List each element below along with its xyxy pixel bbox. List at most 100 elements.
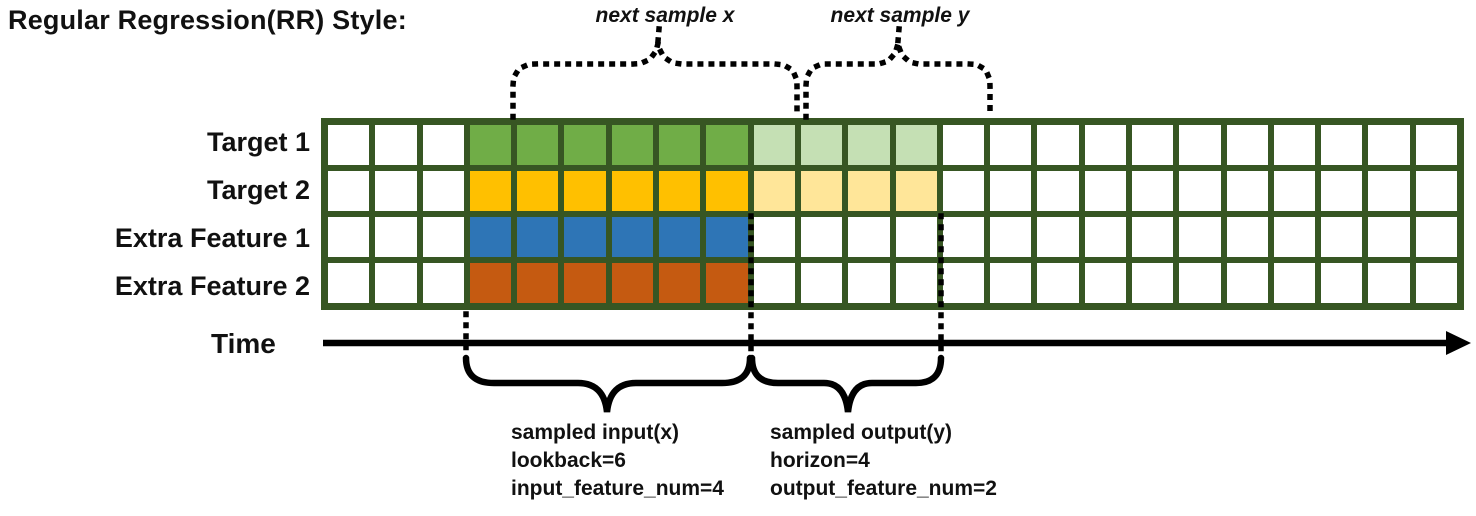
time-axis-label: Time — [211, 328, 276, 359]
grid-cell — [1037, 125, 1079, 165]
grid-cell — [990, 125, 1032, 165]
next-sample-y-pointer — [895, 26, 902, 44]
input-feature-num-value: input_feature_num=4 — [511, 477, 724, 500]
grid-cell — [328, 171, 370, 211]
next-sample-x-pointer — [655, 26, 662, 44]
grid-cell — [1037, 217, 1079, 257]
grid-cell — [422, 217, 464, 257]
grid-cell — [895, 171, 937, 211]
grid-cell — [375, 263, 417, 303]
time-arrow-head — [1446, 331, 1471, 355]
grid-cell — [422, 263, 464, 303]
grid-cell — [848, 125, 890, 165]
grid-cell — [1226, 217, 1268, 257]
grid-cell — [1273, 263, 1316, 303]
sample-grid — [321, 118, 1464, 310]
grid-cell — [469, 171, 512, 211]
grid-cell — [517, 171, 559, 211]
sampled-input-title: sampled input(x) — [511, 421, 680, 444]
grid-cell — [659, 171, 701, 211]
row-label-extra-feature-1: Extra Feature 1 — [114, 223, 310, 253]
grid-cell — [848, 263, 890, 303]
grid-cell — [706, 263, 748, 303]
grid-cell — [375, 217, 417, 257]
next-sample-y-brace — [803, 42, 993, 120]
grid-cell — [659, 217, 701, 257]
sampled-input-brace — [462, 354, 754, 413]
sampled-output-brace — [748, 354, 945, 413]
grid-cell — [753, 125, 795, 165]
grid-cell — [1415, 263, 1457, 303]
grid-cell — [328, 217, 370, 257]
grid-cell — [706, 217, 748, 257]
grid-cell — [942, 263, 985, 303]
grid-cell — [517, 263, 559, 303]
grid-cell — [1273, 125, 1316, 165]
grid-cell — [1273, 171, 1316, 211]
grid-cell — [1179, 125, 1221, 165]
grid-cell — [1226, 171, 1268, 211]
grid-cell — [1131, 217, 1174, 257]
grid-cell — [564, 125, 606, 165]
grid-cell — [611, 125, 654, 165]
grid-cell — [1321, 125, 1363, 165]
grid-cell — [1415, 171, 1457, 211]
grid-cell — [659, 263, 701, 303]
row-label-target-2: Target 2 — [206, 175, 310, 205]
grid-cell — [1321, 171, 1363, 211]
row-label-extra-feature-2: Extra Feature 2 — [114, 271, 310, 301]
sampled-input-annotation: sampled input(x) lookback=6 input_featur… — [511, 419, 724, 503]
grid-cell — [422, 171, 464, 211]
lookback-value: lookback=6 — [511, 449, 626, 472]
grid-cell — [800, 217, 843, 257]
next-sample-x-label: next sample x — [595, 4, 735, 27]
grid-cell — [706, 125, 748, 165]
grid-cell — [611, 263, 654, 303]
next-sample-x-brace — [510, 42, 800, 120]
grid-cell — [422, 125, 464, 165]
next-sample-y-label: next sample y — [830, 4, 970, 27]
grid-cell — [611, 171, 654, 211]
page-title: Regular Regression(RR) Style: — [8, 5, 407, 35]
grid-cell — [990, 171, 1032, 211]
grid-cell — [800, 263, 843, 303]
grid-cell — [469, 217, 512, 257]
grid-cell — [375, 171, 417, 211]
horizon-value: horizon=4 — [770, 449, 870, 472]
grid-cell — [1037, 263, 1079, 303]
grid-cell — [895, 125, 937, 165]
grid-cell — [706, 171, 748, 211]
grid-cell — [848, 217, 890, 257]
grid-cell — [1131, 125, 1174, 165]
sampled-output-title: sampled output(y) — [770, 421, 952, 444]
grid-cell — [1179, 171, 1221, 211]
grid-cell — [1179, 217, 1221, 257]
grid-cell — [1131, 171, 1174, 211]
grid-cell — [942, 125, 985, 165]
grid-cell — [1368, 263, 1410, 303]
grid-cell — [517, 217, 559, 257]
grid-cell — [942, 171, 985, 211]
grid-cell — [895, 217, 937, 257]
grid-cell — [1131, 263, 1174, 303]
grid-cell — [1368, 217, 1410, 257]
grid-cell — [895, 263, 937, 303]
grid-cell — [659, 125, 701, 165]
grid-cell — [1037, 171, 1079, 211]
grid-cell — [517, 125, 559, 165]
grid-cell — [1368, 171, 1410, 211]
grid-cell — [1321, 263, 1363, 303]
grid-cell — [848, 171, 890, 211]
output-feature-num-value: output_feature_num=2 — [770, 477, 997, 500]
grid-cell — [328, 125, 370, 165]
grid-cell — [1179, 263, 1221, 303]
grid-cell — [469, 263, 512, 303]
grid-cell — [1273, 217, 1316, 257]
grid-cell — [564, 263, 606, 303]
grid-cell — [942, 217, 985, 257]
grid-cell — [753, 217, 795, 257]
grid-cell — [1084, 125, 1126, 165]
grid-cell — [469, 125, 512, 165]
grid-cell — [1084, 171, 1126, 211]
